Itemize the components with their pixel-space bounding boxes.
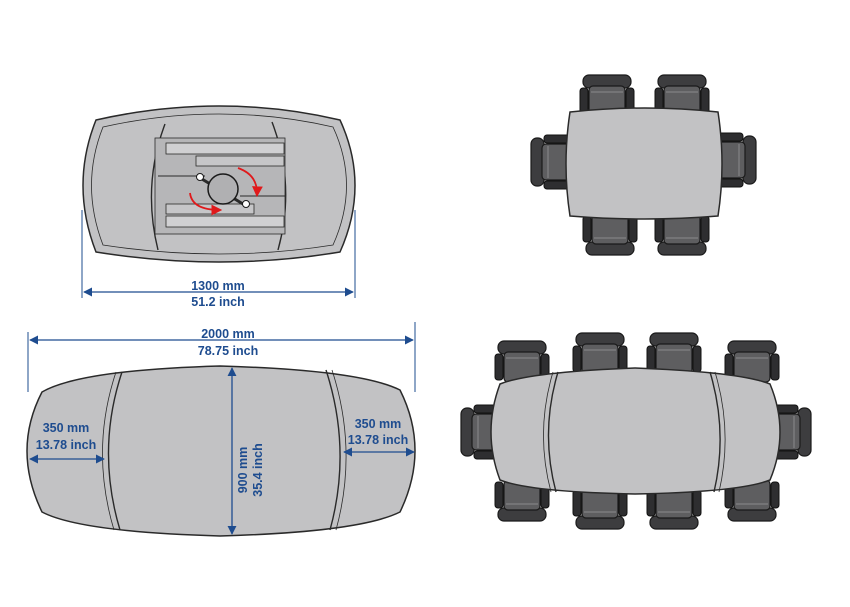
chair-icon [646,332,702,375]
right-end-mm: 350 mm [355,417,402,431]
right-end-inch: 13.78 inch [348,433,408,447]
six-seat-layout [530,74,757,256]
left-end-mm: 350 mm [43,421,90,435]
small-table-width-inch: 51.2 inch [191,295,245,309]
large-table-length-inch: 78.75 inch [198,344,258,358]
chair-icon [572,332,628,375]
left-end-dimension: 350 mm 13.78 inch [29,421,105,464]
left-end-inch: 13.78 inch [36,438,96,452]
rotate-arrow-icon [237,167,263,198]
depth-inch: 35.4 inch [251,443,265,497]
rotate-arrow-icon [189,192,223,216]
small-table-width-dimension: 1300 mm 51.2 inch [81,210,356,309]
chair-icon [582,213,638,256]
small-table-width-mm: 1300 mm [191,279,245,293]
large-table-length-mm: 2000 mm [201,327,255,341]
right-end-dimension: 350 mm 13.78 inch [343,417,415,457]
depth-mm: 900 mm [236,447,250,494]
small-table-top-view [82,105,356,263]
large-table-depth-dimension: 900 mm 35.4 inch [227,367,265,535]
chair-icon [654,213,710,256]
ten-seat-layout [460,332,812,530]
large-table-length-dimension: 2000 mm 78.75 inch [27,322,416,392]
large-table-top-view [26,365,416,537]
